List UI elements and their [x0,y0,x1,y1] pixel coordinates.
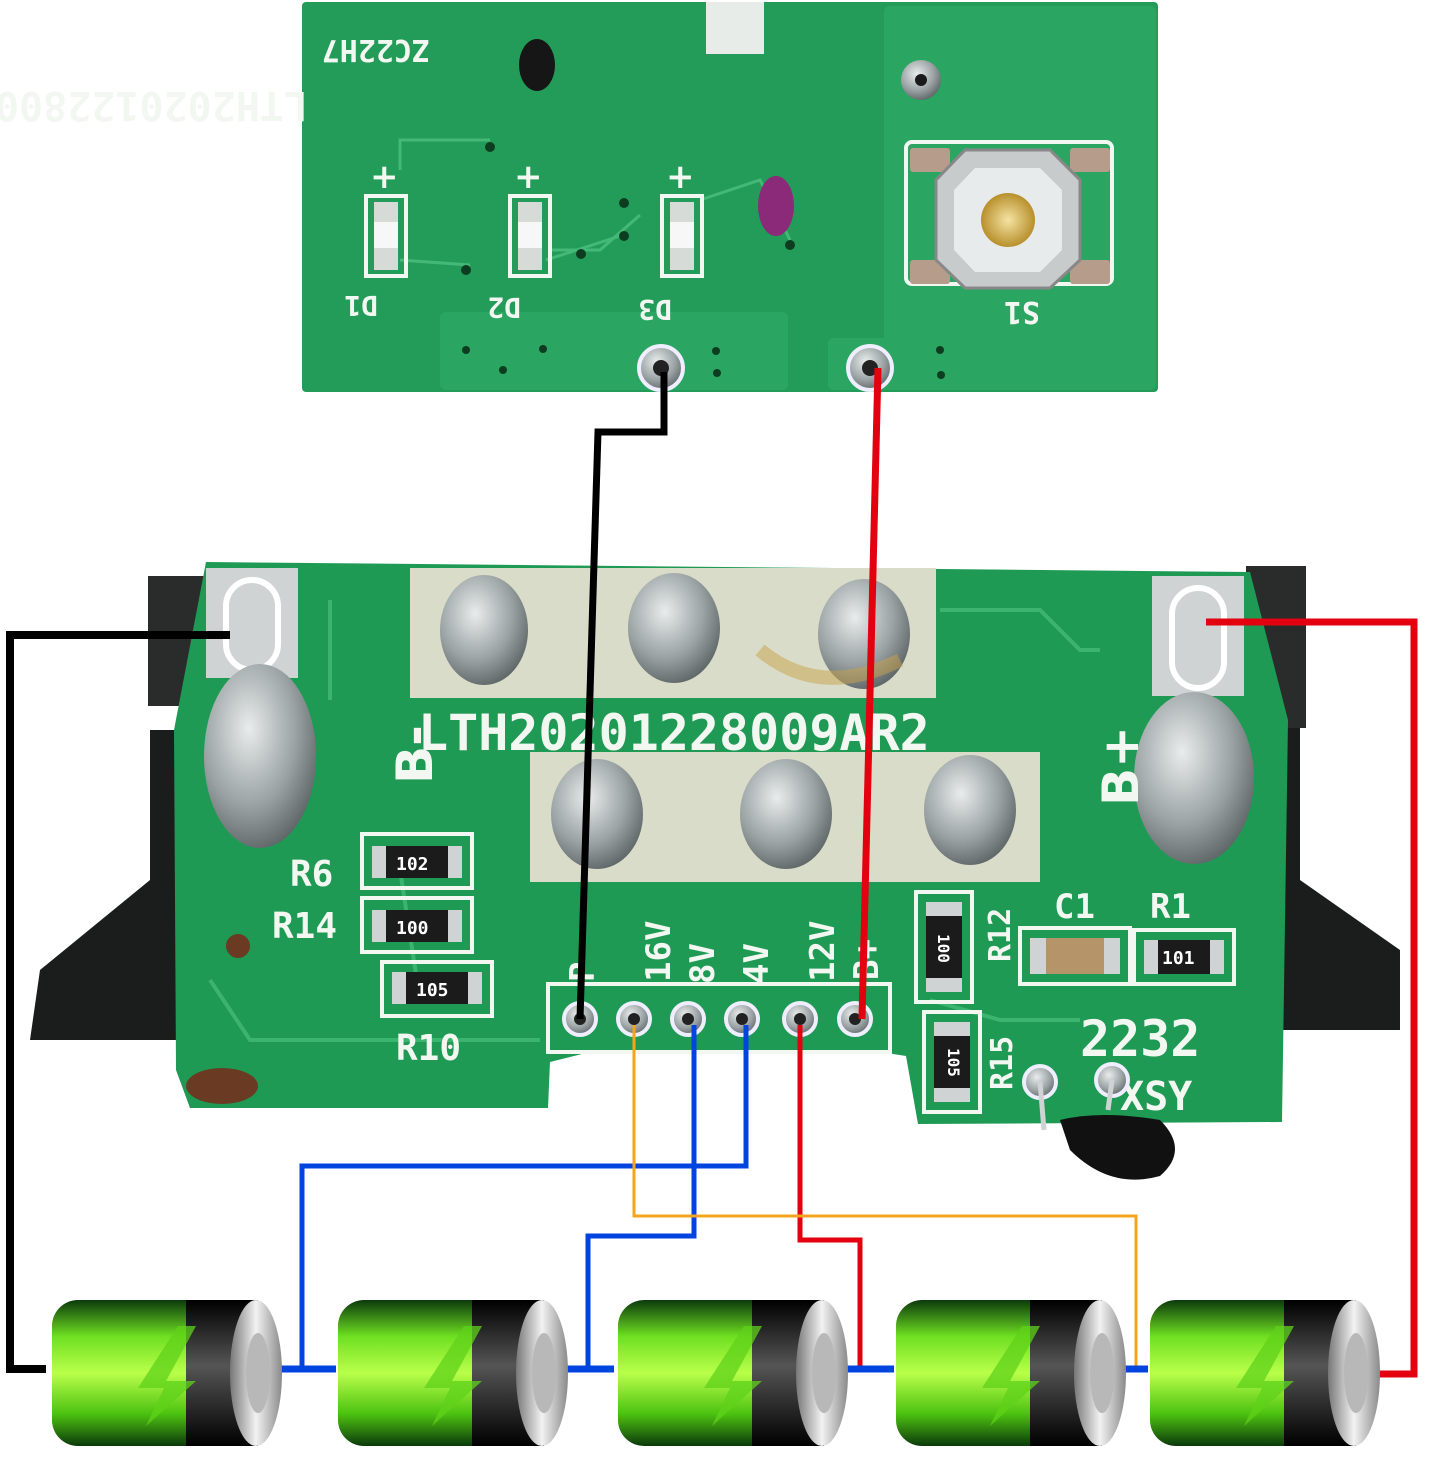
svg-text:D2: D2 [487,291,521,324]
holder-right [1265,720,1400,1030]
battery-cell-1 [52,1300,282,1446]
resistor-r1: R1 101 [1132,887,1236,986]
svg-text:C1: C1 [1054,887,1095,927]
pin-label-16v: 16V [639,921,679,982]
main-board: LTH20201228009AR2 B- B+ R6 102 R14 100 1… [30,562,1400,1180]
svg-text:105: 105 [416,980,449,1001]
battery-cell-2 [338,1300,568,1446]
wire-blue-4v [299,1025,749,1368]
svg-text:R1: R1 [1150,887,1191,927]
led-d3: + D3 [638,157,704,326]
top-board: LTH202012280098R2.. ZC22H7 + D1 + D2 + D… [0,2,1158,392]
led-d2: + D2 [487,157,552,324]
date-code: 2232 [1080,1010,1200,1068]
battery-cell-5 [1150,1300,1380,1446]
top-vias [461,142,945,379]
svg-text:S1: S1 [1004,294,1040,329]
wire-orange-16v [632,1025,1138,1368]
led-d1: + D1 [344,157,408,322]
solder-blob-purple [758,176,794,236]
wires [6,367,1418,1378]
svg-text:100: 100 [396,918,429,939]
svg-text:R6: R6 [290,854,333,895]
svg-text:+: + [370,157,399,197]
solder-blob-black [519,39,555,91]
brown-mark [186,1068,258,1104]
thermistor [1022,1062,1175,1180]
battery-pack [52,1300,1380,1446]
capacitor-c1: C1 [1018,887,1132,986]
svg-text:D1: D1 [344,289,378,322]
holder-left [30,730,185,1040]
large-solder-pads [440,573,1016,869]
svg-text:R15: R15 [985,1036,1020,1090]
top-board-notch [706,2,764,54]
top-traces [398,138,792,267]
main-board-code: LTH20201228009AR2 [418,704,930,762]
main-traces [208,600,1100,1042]
wire-red-bplus-terminal [1206,618,1418,1378]
battery-cell-4 [896,1300,1126,1446]
maker-label: XSY [1120,1074,1192,1120]
resistor-r10: 105 R10 [380,960,494,1069]
svg-text:105: 105 [944,1048,963,1077]
svg-text:+: + [514,157,543,197]
resistor-r12: 100 R12 [914,890,1018,1004]
svg-text:101: 101 [1162,948,1195,969]
wire-black-bminus [6,631,230,1373]
wire-blue-8v [585,1025,697,1368]
pin-label-8v: 8V [683,943,723,984]
pin-label-12v: 12V [803,921,843,982]
wire-black-p [576,372,668,1020]
label-b-negative: B- [386,725,444,784]
svg-text:D3: D3 [638,293,672,326]
switch-s1: S1 [901,60,1114,329]
svg-text:R12: R12 [983,908,1018,962]
svg-text:100: 100 [934,934,953,963]
wire-red-bplus [858,367,882,1020]
top-board-stamp: ZC22H7 [322,32,430,67]
wire-red-12v [797,1025,863,1370]
pin-header: P 16V 8V 4V 12V B+ [546,921,892,1054]
pin-label-4v: 4V [737,943,777,984]
pad-area-left [440,312,788,390]
battery-cell-3 [618,1300,848,1446]
terminal-b-positive [1134,576,1254,864]
svg-text:102: 102 [396,854,429,875]
label-b-positive: B+ [1092,726,1150,806]
brown-dot [226,934,250,958]
resistor-r6: R6 102 [290,832,474,895]
top-board-code: LTH202012280098R2.. [0,82,308,128]
svg-text:R14: R14 [272,906,337,947]
resistor-r14: R14 100 [272,896,474,954]
resistor-r15: 105 R15 [922,1010,1020,1114]
terminal-b-negative [204,568,316,848]
svg-text:+: + [666,157,695,197]
svg-text:R10: R10 [396,1028,461,1069]
